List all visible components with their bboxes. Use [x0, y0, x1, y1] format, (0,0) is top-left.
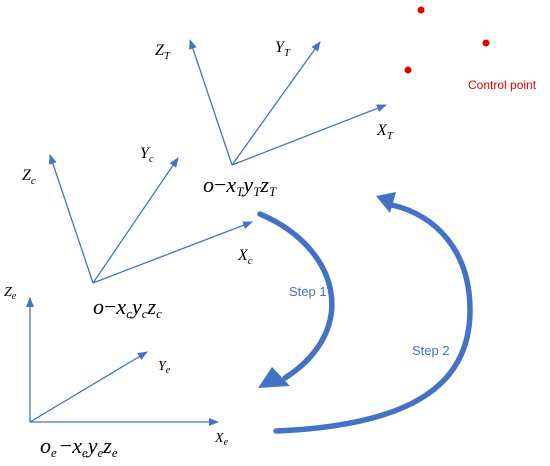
- frame-t-y-axis: [231, 41, 321, 166]
- frame-c-origin-label: o−xcyczc: [93, 294, 162, 321]
- step-2-arrowhead: [376, 192, 396, 213]
- frame-c-z-axis: [49, 154, 94, 284]
- frame-c-x-label: Xc: [237, 247, 253, 267]
- frame-c-x-axis: [92, 221, 253, 284]
- frame-e-origin-label: oe−xeyeze: [40, 433, 118, 460]
- frame-c-y-label: Yc: [140, 145, 154, 165]
- frame-t-z-axis: [189, 39, 233, 166]
- frame-t-z-label: ZT: [155, 42, 171, 62]
- frame-c-z-label: Zc: [22, 167, 36, 187]
- control-point-marker: [482, 39, 490, 47]
- frame-e-y-axis: [29, 351, 148, 423]
- frame-e: Ze Ye Xe oe−xeyeze: [4, 285, 229, 460]
- frame-e-x-label: Xe: [214, 431, 229, 448]
- control-point-label: Control point: [468, 78, 537, 92]
- frame-c-y-axis: [92, 157, 179, 284]
- frame-t-x-axis: [231, 104, 387, 166]
- frame-t-y-label: YT: [275, 39, 291, 59]
- frame-t: ZT YT XT o−xTyTzT: [155, 39, 394, 199]
- step-2-label: Step 2: [412, 343, 450, 358]
- control-point-marker: [417, 6, 425, 14]
- frame-e-z-label: Ze: [4, 285, 17, 302]
- frame-t-origin-label: o−xTyTzT: [203, 172, 277, 199]
- step-1-arrow: Step 1: [257, 211, 335, 388]
- control-points: Control point: [404, 6, 537, 92]
- frame-t-x-label: XT: [376, 122, 394, 142]
- frame-e-y-label: Ye: [158, 359, 171, 376]
- control-point-marker: [404, 66, 412, 74]
- step-2-arrow: Step 2: [273, 192, 473, 434]
- step-1-arrowhead: [258, 367, 290, 388]
- step-1-label: Step 1: [289, 284, 327, 299]
- frame-c: Zc Yc Xc o−xcyczc: [22, 145, 253, 321]
